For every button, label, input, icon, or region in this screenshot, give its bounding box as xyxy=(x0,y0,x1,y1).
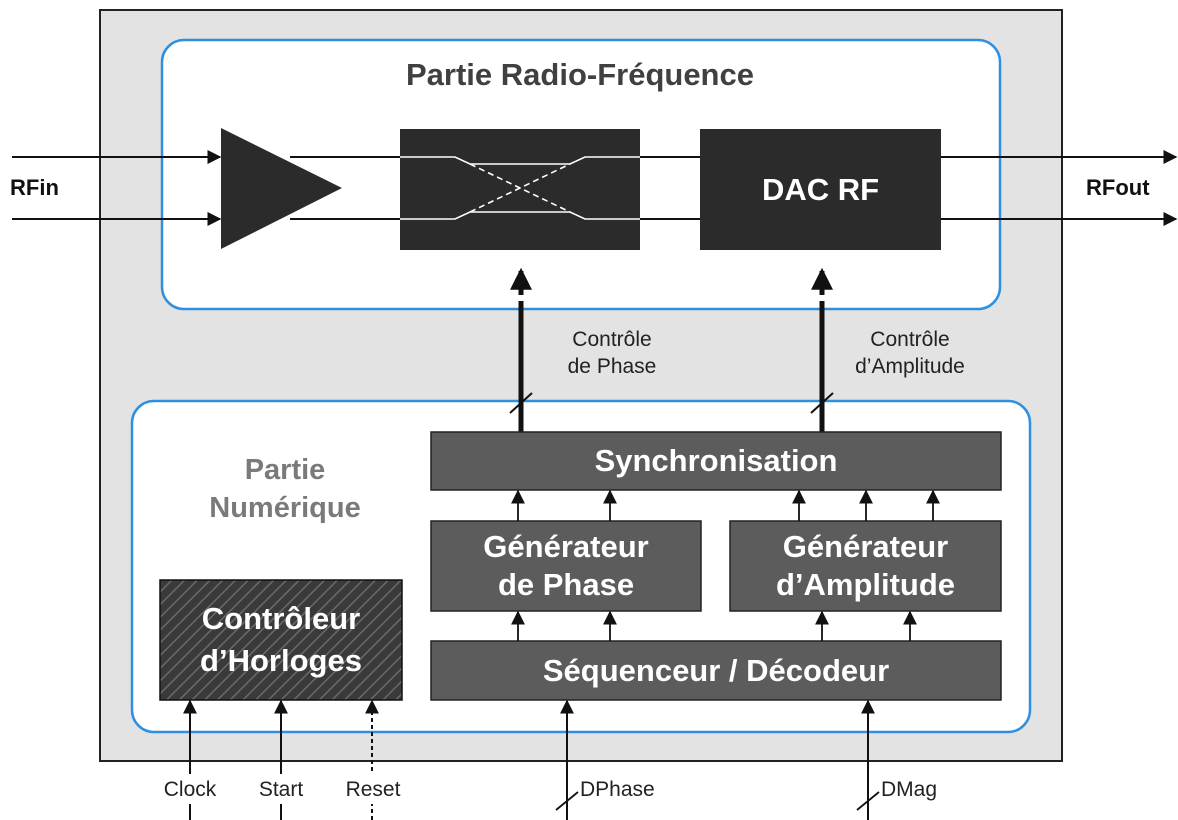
clock-controller-line1: Contrôleur xyxy=(201,601,361,636)
amplitude-control-line1: Contrôle xyxy=(870,328,950,351)
amplitude-bus-slash xyxy=(810,392,834,414)
phase-control-line2: de Phase xyxy=(567,355,657,378)
digital-section-title: Partie Numérique xyxy=(170,451,400,527)
phase-generator-box xyxy=(430,520,702,612)
amplitude-generator-label: Générateur d’Amplitude xyxy=(730,521,1001,611)
phase-control-label: Contrôle de Phase xyxy=(542,326,682,380)
amplitude-control-label: Contrôle d’Amplitude xyxy=(830,326,990,380)
clock-controller-box xyxy=(159,579,403,701)
amplitude-generator-box xyxy=(729,520,1002,612)
digital-title-line1: Partie xyxy=(244,454,326,486)
synchronisation-label: Synchronisation xyxy=(594,443,838,478)
clock-controller-line2: d’Horloges xyxy=(200,643,362,678)
dac-rf-label: DAC RF xyxy=(761,171,880,207)
phase-generator-line2: de Phase xyxy=(497,567,635,602)
clock-controller-label: Contrôleur d’Horloges xyxy=(160,580,402,700)
amplitude-generator-line2: d’Amplitude xyxy=(775,567,956,602)
dmag-bus-slash xyxy=(856,791,880,811)
clock-input-label: Clock xyxy=(163,778,217,801)
dphase-bus-slash xyxy=(555,791,579,811)
phase-generator-line1: Générateur xyxy=(483,529,649,564)
start-input-label: Start xyxy=(258,778,304,801)
dphase-input-label: DPhase xyxy=(580,778,655,801)
sequencer-label: Séquenceur / Décodeur xyxy=(542,652,890,688)
synchronisation-box xyxy=(430,431,1002,491)
rfout-label: RFout xyxy=(1086,175,1150,200)
dmag-input-label: DMag xyxy=(881,778,938,801)
rf-section-title: Partie Radio-Fréquence xyxy=(406,57,754,92)
digital-title-line2: Numérique xyxy=(209,492,361,524)
amplitude-generator-line1: Générateur xyxy=(782,529,949,564)
phase-generator-label: Générateur de Phase xyxy=(431,521,701,611)
amplifier-triangle-icon xyxy=(221,128,342,249)
sequencer-box xyxy=(430,640,1002,701)
phase-control-line1: Contrôle xyxy=(572,328,652,351)
phase-shifter-icon xyxy=(400,129,640,250)
phase-bus-slash xyxy=(509,392,533,414)
rfin-label: RFin xyxy=(10,175,59,200)
reset-input-label: Reset xyxy=(345,778,401,801)
amplitude-control-line2: d’Amplitude xyxy=(855,355,965,378)
dac-rf-box xyxy=(700,129,941,250)
